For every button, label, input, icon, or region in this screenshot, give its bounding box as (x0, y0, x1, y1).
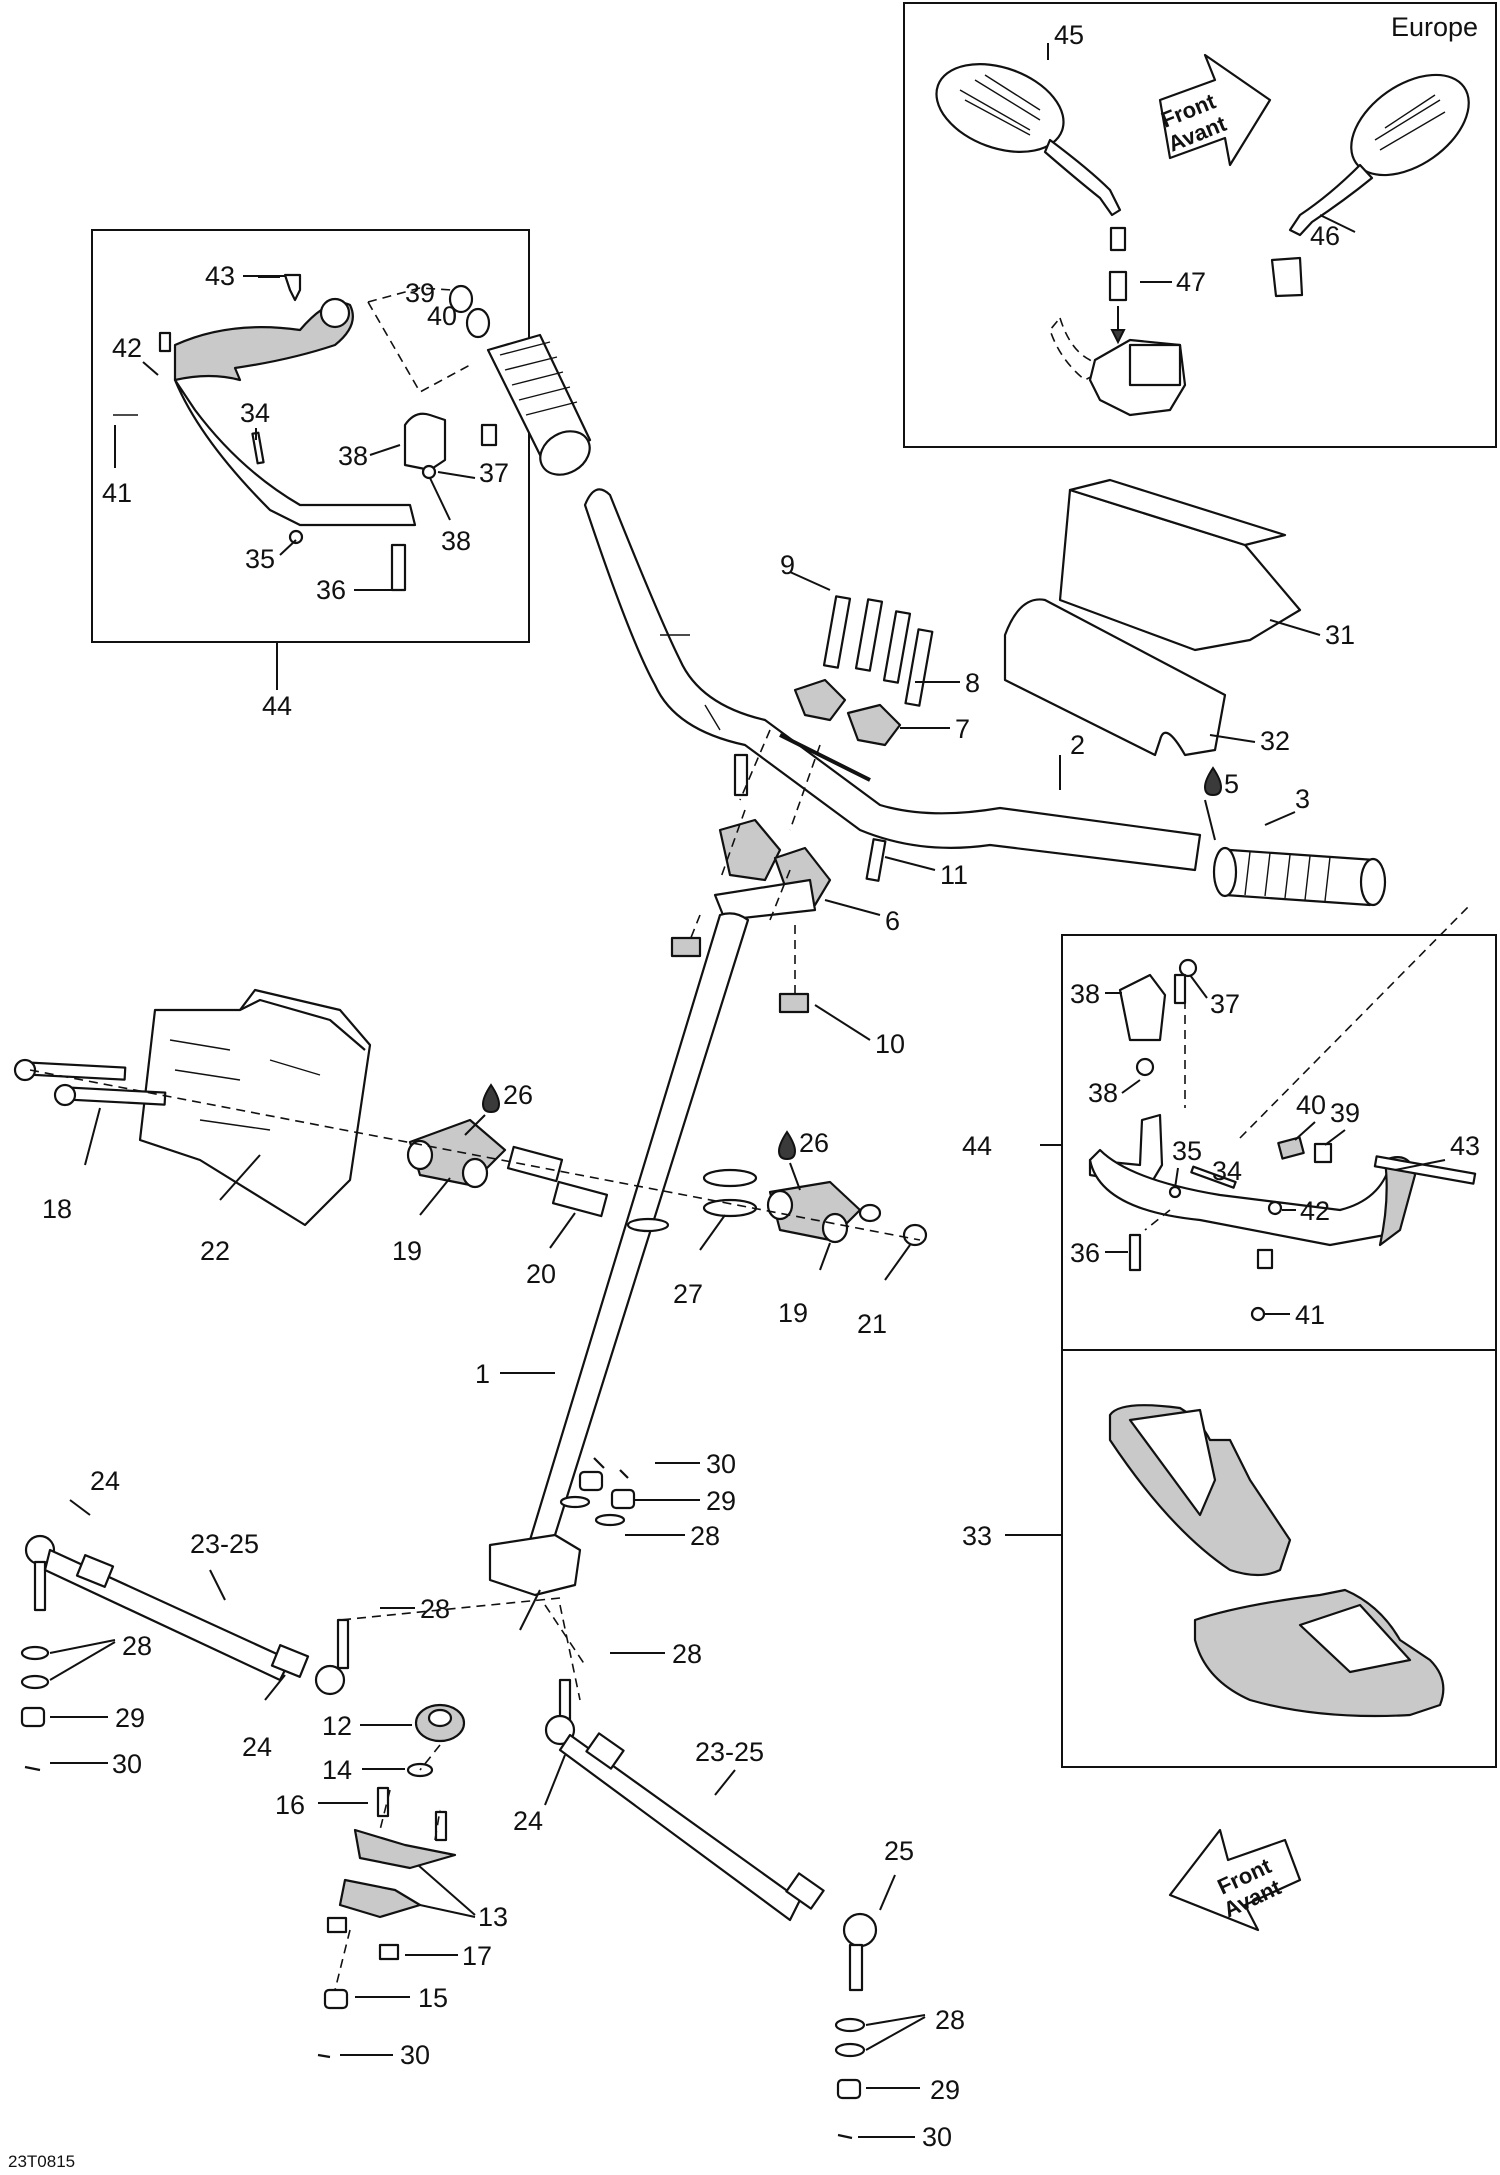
callout-18: 18 (42, 1194, 72, 1224)
callout-42-tl: 42 (112, 333, 142, 363)
callout-11: 11 (940, 860, 968, 890)
callout-29b: 29 (115, 1703, 145, 1733)
mirror-right (1270, 73, 1470, 298)
callout-27: 27 (673, 1279, 703, 1309)
callout-43-r: 43 (1450, 1131, 1480, 1161)
callout-40-r: 40 (1296, 1090, 1326, 1120)
callout-38b-r: 38 (1088, 1078, 1118, 1108)
callout-38a-r: 38 (1070, 979, 1100, 1009)
callout-9: 9 (780, 550, 795, 580)
callout-28c: 28 (672, 1639, 702, 1669)
callout-8: 8 (965, 668, 980, 698)
callout-31: 31 (1325, 620, 1355, 650)
callout-5: 5 (1224, 769, 1239, 799)
handlebar-assembly (488, 478, 1387, 1631)
callout-12: 12 (322, 1711, 352, 1741)
front-direction-arrow-icon: Front Avant (1158, 53, 1272, 167)
callout-26a: 26 (503, 1080, 533, 1110)
callout-28a: 28 (690, 1521, 720, 1551)
callout-41-tl: 41 (102, 478, 132, 508)
callout-17: 17 (462, 1941, 492, 1971)
diagram-code: 23T0815 (8, 2152, 75, 2171)
handlebar-pad-lower (1003, 598, 1227, 757)
callout-21: 21 (857, 1309, 887, 1339)
handguard-deflectors (1108, 1404, 1445, 1718)
callout-34-tl: 34 (240, 398, 270, 428)
callout-28d: 28 (122, 1631, 152, 1661)
callout-41-r: 41 (1295, 1300, 1325, 1330)
callout-25: 25 (884, 1836, 914, 1866)
mirror-left (935, 63, 1127, 252)
callout-35-r: 35 (1172, 1136, 1202, 1166)
main-callouts: 9 8 7 2 3 5 31 32 11 6 10 26 26 18 22 19 (42, 550, 1355, 2152)
oil-drop-icon (481, 1083, 501, 1114)
front-direction-arrow-icon: Front Avant (1168, 1828, 1302, 1932)
callout-30a: 30 (706, 1449, 736, 1479)
callout-24c: 24 (513, 1806, 543, 1836)
callout-33: 33 (962, 1521, 992, 1551)
callout-47: 47 (1176, 267, 1206, 297)
callout-34-r: 34 (1212, 1156, 1242, 1186)
callout-38b-tl: 38 (441, 526, 471, 556)
callout-16: 16 (275, 1790, 305, 1820)
callout-13: 13 (478, 1902, 508, 1932)
europe-label: Europe (1391, 12, 1478, 42)
callout-30d: 30 (922, 2122, 952, 2152)
callout-44-tl: 44 (262, 691, 292, 721)
callout-45: 45 (1054, 20, 1084, 50)
callout-46: 46 (1310, 221, 1340, 251)
europe-mirror-inset: Europe Front Avant (903, 2, 1497, 448)
callout-39-tl: 39 (405, 278, 435, 308)
callout-38a-tl: 38 (338, 441, 368, 471)
callout-15: 15 (418, 1983, 448, 2013)
callout-37-tl: 37 (479, 458, 509, 488)
callout-22: 22 (200, 1236, 230, 1266)
handguard-right-inset: 38 37 38 40 39 35 34 43 42 36 41 44 33 (962, 904, 1497, 1768)
callout-20: 20 (526, 1259, 556, 1289)
handlebar-pad-upper (1058, 478, 1302, 652)
callout-28e: 28 (935, 2005, 965, 2035)
callout-40-tl: 40 (427, 301, 457, 331)
callout-2: 2 (1070, 730, 1085, 760)
oil-drop-icon (1203, 766, 1223, 797)
callout-3: 3 (1295, 784, 1310, 814)
callout-24b: 24 (242, 1732, 272, 1762)
callout-1: 1 (475, 1359, 490, 1389)
callout-14: 14 (322, 1755, 352, 1785)
callout-7: 7 (955, 714, 970, 744)
callout-44-r: 44 (962, 1131, 992, 1161)
callout-19b: 19 (778, 1298, 808, 1328)
callout-39-r: 39 (1330, 1098, 1360, 1128)
callout-30c: 30 (400, 2040, 430, 2070)
callout-24a: 24 (90, 1466, 120, 1496)
callout-37-r: 37 (1210, 989, 1240, 1019)
callout-2325b: 23-25 (695, 1737, 764, 1767)
callout-36-r: 36 (1070, 1238, 1100, 1268)
callout-2325a: 23-25 (190, 1529, 259, 1559)
callout-43-tl: 43 (205, 261, 235, 291)
callout-10: 10 (875, 1029, 905, 1059)
callout-28b: 28 (420, 1594, 450, 1624)
right-grip (1212, 846, 1387, 907)
callout-36-tl: 36 (316, 575, 346, 605)
callout-35-tl: 35 (245, 544, 275, 574)
callout-26b: 26 (799, 1128, 829, 1158)
mirror-adapter-assembly (1049, 270, 1187, 417)
callout-19a: 19 (392, 1236, 422, 1266)
callout-29c: 29 (930, 2075, 960, 2105)
grip-inset (486, 333, 592, 476)
clamp-bolts (822, 595, 934, 707)
callout-42-r: 42 (1300, 1196, 1330, 1226)
steering-support-assembly (13, 988, 928, 1247)
handguard-left-inset: 43 42 34 38 39 40 37 38 41 35 36 44 (91, 229, 592, 721)
callout-32: 32 (1260, 726, 1290, 756)
callout-30b: 30 (112, 1749, 142, 1779)
callout-29a: 29 (706, 1486, 736, 1516)
steering-linkage (20, 1457, 878, 2140)
oil-drop-icon (777, 1130, 797, 1161)
callout-6: 6 (885, 906, 900, 936)
